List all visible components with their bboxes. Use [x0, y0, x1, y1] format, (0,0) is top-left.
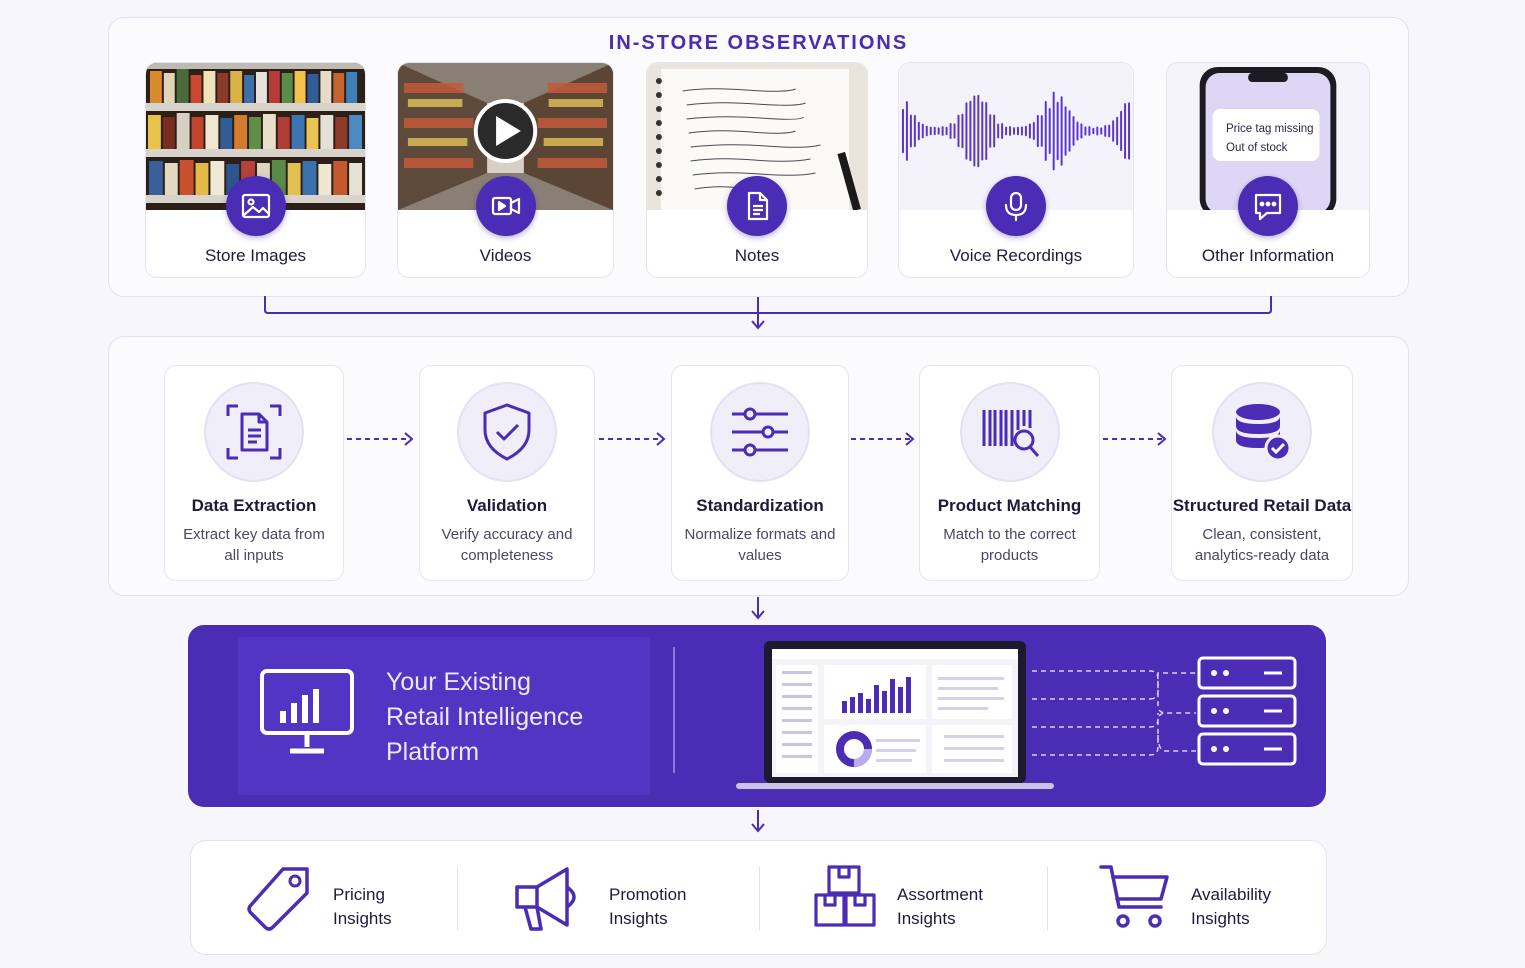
server-stack-icon: [1197, 656, 1297, 766]
phone-mockup: [1167, 63, 1369, 210]
image-icon: [225, 176, 286, 236]
promotion-insights-line2: Insights: [609, 909, 668, 928]
document-scan-icon: [204, 382, 304, 482]
store-images-card: Store Images: [145, 62, 366, 278]
product-matching-title: Product Matching: [937, 496, 1082, 515]
voice-waveform: [899, 63, 1133, 210]
database-check-icon: [1212, 382, 1312, 482]
promotion-insights: Promotion Insights: [511, 859, 731, 939]
insights-divider-2: [759, 867, 760, 931]
product-matching-card: Product Matching Match to the correct pr…: [919, 365, 1100, 581]
availability-insights: Availability Insights: [1099, 859, 1319, 939]
voice-recordings-card: Voice Recordings: [898, 62, 1134, 278]
assortment-insights-line2: Insights: [897, 909, 956, 928]
step-arrows: [347, 432, 1167, 446]
product-matching-desc: Match to the correct products: [943, 526, 1076, 564]
pricing-insights-label: Pricing Insights: [333, 883, 392, 931]
platform-title-line3: Platform: [386, 738, 480, 766]
structured-retail-data-desc: Clean, consistent, analytics-ready data: [1194, 526, 1330, 564]
phone-bubble-line1: Price tag missing: [1226, 123, 1314, 135]
megaphone-icon: [515, 867, 576, 931]
availability-insights-line1: Availability: [1191, 885, 1272, 904]
observations-connector: [264, 296, 1272, 330]
notes-label: Notes: [734, 246, 780, 265]
platform-title-line2: Retail Intelligence: [386, 703, 584, 731]
assortment-insights-label: Assortment Insights: [897, 883, 983, 931]
availability-insights-label: Availability Insights: [1191, 883, 1271, 931]
validation-title: Validation: [466, 496, 548, 515]
microphone-icon: [986, 176, 1046, 236]
pricing-insights: Pricing Insights: [243, 859, 443, 939]
structured-retail-data-title: Structured Retail Data: [1172, 496, 1352, 515]
standardization-card: Standardization Normalize formats and va…: [671, 365, 849, 581]
assortment-insights: Assortment Insights: [813, 859, 1033, 939]
pricing-insights-line2: Insights: [333, 909, 392, 928]
video-camera-icon: [475, 176, 536, 236]
server-connectors: [1032, 670, 1196, 756]
notes-card: Notes: [646, 62, 868, 278]
data-extraction-desc: Extract key data from all inputs: [183, 526, 325, 564]
price-tag-icon: [247, 867, 309, 931]
boxes-icon: [814, 865, 876, 927]
data-extraction-title: Data Extraction: [191, 496, 317, 515]
shield-check-icon: [457, 382, 557, 482]
standardization-desc: Normalize formats and values: [684, 526, 836, 564]
other-information-label: Other Information: [1201, 246, 1335, 265]
arrow-to-insights: [751, 810, 765, 833]
insights-divider-1: [457, 867, 458, 931]
availability-insights-line2: Insights: [1191, 909, 1250, 928]
validation-desc: Verify accuracy and completeness: [441, 526, 573, 564]
videos-label: Videos: [479, 246, 532, 265]
insights-panel: Pricing Insights Promotion Insights: [190, 840, 1327, 955]
platform-divider: [673, 647, 675, 773]
processing-panel: Data Extraction Extract key data from al…: [108, 336, 1409, 596]
structured-retail-data-card: Structured Retail Data Clean, consistent…: [1171, 365, 1353, 581]
promotion-insights-line1: Promotion: [609, 885, 687, 904]
handwritten-notes-photo: [647, 63, 867, 210]
data-extraction-card: Data Extraction Extract key data from al…: [164, 365, 344, 581]
barcode-search-icon: [959, 382, 1060, 482]
other-information-card: Price tag missing Out of stock Other Inf…: [1166, 62, 1370, 278]
document-icon: [727, 176, 787, 236]
standardization-title: Standardization: [696, 496, 824, 515]
platform-panel: Your Existing Retail Intelligence Platfo…: [188, 625, 1326, 807]
promotion-insights-label: Promotion Insights: [609, 883, 686, 931]
videos-card: Videos: [397, 62, 614, 278]
store-shelf-photo: [146, 63, 365, 210]
phone-bubble-line2: Out of stock: [1226, 142, 1288, 154]
observations-title: IN-STORE OBSERVATIONS: [608, 32, 909, 54]
store-images-label: Store Images: [204, 246, 307, 265]
pricing-insights-line1: Pricing: [333, 885, 385, 904]
chat-bubble-icon: [1238, 176, 1298, 236]
observations-panel: IN-STORE OBSERVATIONS: [108, 17, 1409, 297]
arrow-to-platform: [751, 597, 765, 620]
monitor-chart-icon: [260, 669, 354, 754]
laptop-dashboard-illustration: [736, 641, 1054, 789]
insights-divider-3: [1047, 867, 1048, 931]
platform-title-line1: Your Existing: [386, 668, 531, 696]
shopping-cart-icon: [1099, 865, 1169, 928]
sliders-icon: [710, 382, 810, 482]
assortment-insights-line1: Assortment: [897, 885, 983, 904]
voice-recordings-label: Voice Recordings: [949, 246, 1083, 265]
validation-card: Validation Verify accuracy and completen…: [419, 365, 595, 581]
platform-title: Your Existing Retail Intelligence Platfo…: [386, 665, 646, 770]
